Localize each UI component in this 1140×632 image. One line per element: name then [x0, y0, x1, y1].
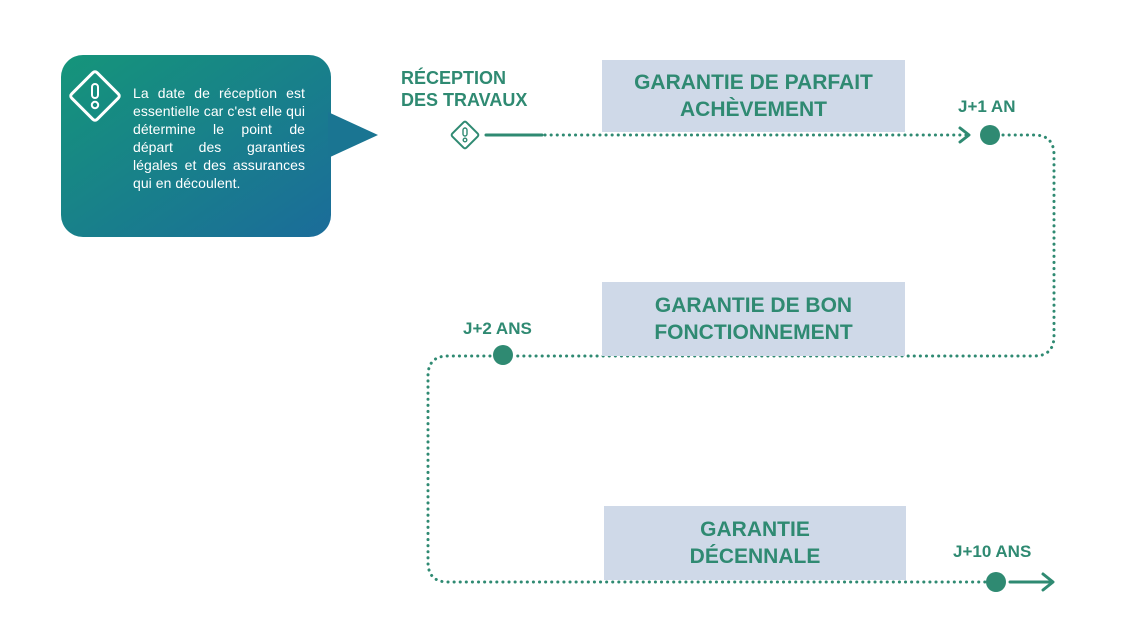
guarantee-box-line1: GARANTIE DE BON [654, 294, 853, 317]
milestone-label-j2: J+2 ANS [463, 319, 532, 338]
guarantee-box-line2: DÉCENNALE [689, 545, 821, 568]
guarantee-box-decennale: GARANTIE DÉCENNALE [604, 506, 906, 580]
guarantee-box-bon-fonctionnement: GARANTIE DE BON FONCTIONNEMENT [602, 282, 905, 356]
callout-bubble [61, 55, 378, 237]
end-arrow-head [1041, 572, 1055, 592]
reception-label-line1: RÉCEPTION [401, 68, 507, 88]
reception-label: RÉCEPTION DES TRAVAUX [401, 67, 527, 111]
milestone-dot-j1 [980, 125, 1000, 145]
milestone-label-j10: J+10 ANS [953, 542, 1032, 561]
guarantee-box-line2: FONCTIONNEMENT [654, 321, 853, 344]
callout-text: La date de réception est essentielle car… [133, 85, 305, 191]
guarantee-box-parfait-achevement: GARANTIE DE PARFAIT ACHÈVEMENT [602, 60, 905, 132]
dotted-loop-left [426, 354, 988, 584]
dotted-loop-right [514, 133, 1056, 358]
reception-warning-icon [450, 120, 480, 150]
milestone-label-j1: J+1 AN [958, 97, 1016, 116]
reception-label-line2: DES TRAVAUX [401, 90, 528, 110]
guarantee-box-line1: GARANTIE [700, 518, 810, 541]
warning-diamond-icon [69, 70, 121, 122]
milestone-dot-j2 [493, 345, 513, 365]
guarantee-box-line1: GARANTIE DE PARFAIT [634, 71, 873, 94]
milestone-dot-j10 [986, 572, 1006, 592]
guarantee-box-line2: ACHÈVEMENT [679, 98, 827, 121]
arrow-head-1 [958, 126, 971, 144]
